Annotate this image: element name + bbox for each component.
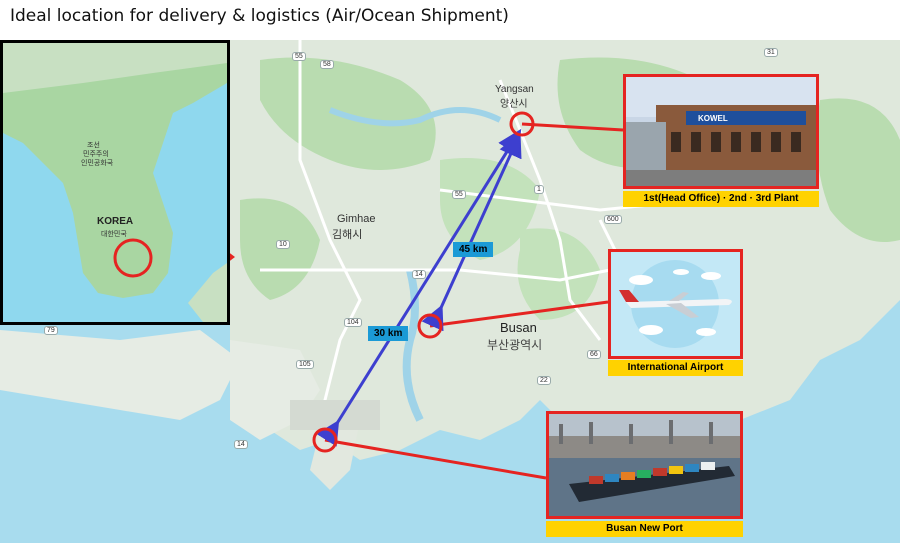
airport-photo xyxy=(608,249,743,359)
airport-location-marker xyxy=(417,313,443,339)
inset-korea-label: KOREA xyxy=(97,216,134,227)
plant-location-marker xyxy=(509,111,535,137)
route-shield: 104 xyxy=(344,318,362,327)
port-plant-arrow xyxy=(316,128,522,447)
airport-caption: International Airport xyxy=(608,360,743,376)
route-shield: 31 xyxy=(764,48,778,57)
route-shield: 22 xyxy=(537,376,551,385)
yangsan-kr-label: 양산시 xyxy=(500,99,528,110)
inset-korea-kr-label: 대한민국 xyxy=(101,231,127,238)
route-shield: 10 xyxy=(276,240,290,249)
port-caption: Busan New Port xyxy=(546,521,743,537)
route-shield: 55 xyxy=(292,52,306,61)
route-shield: 1 xyxy=(534,185,544,194)
yangsan-label: Yangsan xyxy=(495,84,534,95)
busan-label: Busan xyxy=(500,320,537,335)
route-shield: 14 xyxy=(234,440,248,449)
route-shield: 58 xyxy=(320,60,334,69)
gimhae-label: Gimhae xyxy=(337,213,376,225)
route-shield: 55 xyxy=(452,190,466,199)
distance-label-30km: 30 km xyxy=(368,326,409,341)
inset-busan-marker xyxy=(113,238,153,278)
route-shield: 105 xyxy=(296,360,314,369)
plant-caption: 1st(Head Office) · 2nd · 3rd Plant xyxy=(623,191,819,207)
port-photo xyxy=(546,411,743,519)
korea-inset-svg xyxy=(3,43,227,322)
inset-north-label-2: 민주주의 xyxy=(83,151,109,158)
busan-kr-label: 부산광역시 xyxy=(487,338,543,352)
route-shield: 66 xyxy=(587,350,601,359)
gimhae-kr-label: 김해시 xyxy=(332,229,363,241)
distance-label-45km: 45 km xyxy=(453,242,494,257)
route-shield: 79 xyxy=(44,326,58,335)
plant-photo: KOWEL xyxy=(623,74,819,189)
inset-north-label-3: 인민공화국 xyxy=(81,160,114,167)
port-location-marker xyxy=(312,427,338,453)
route-shield: 600 xyxy=(604,215,622,224)
plant-sign-text: KOWEL xyxy=(698,114,728,123)
plant-connector-line xyxy=(521,122,624,132)
route-shield: 14 xyxy=(412,270,426,279)
inset-north-label-1: 조선 xyxy=(87,142,100,149)
page-title: Ideal location for delivery & logistics … xyxy=(10,6,509,26)
korea-inset-map: 조선 민주주의 인민공화국 KOREA 대한민국 xyxy=(0,40,230,325)
